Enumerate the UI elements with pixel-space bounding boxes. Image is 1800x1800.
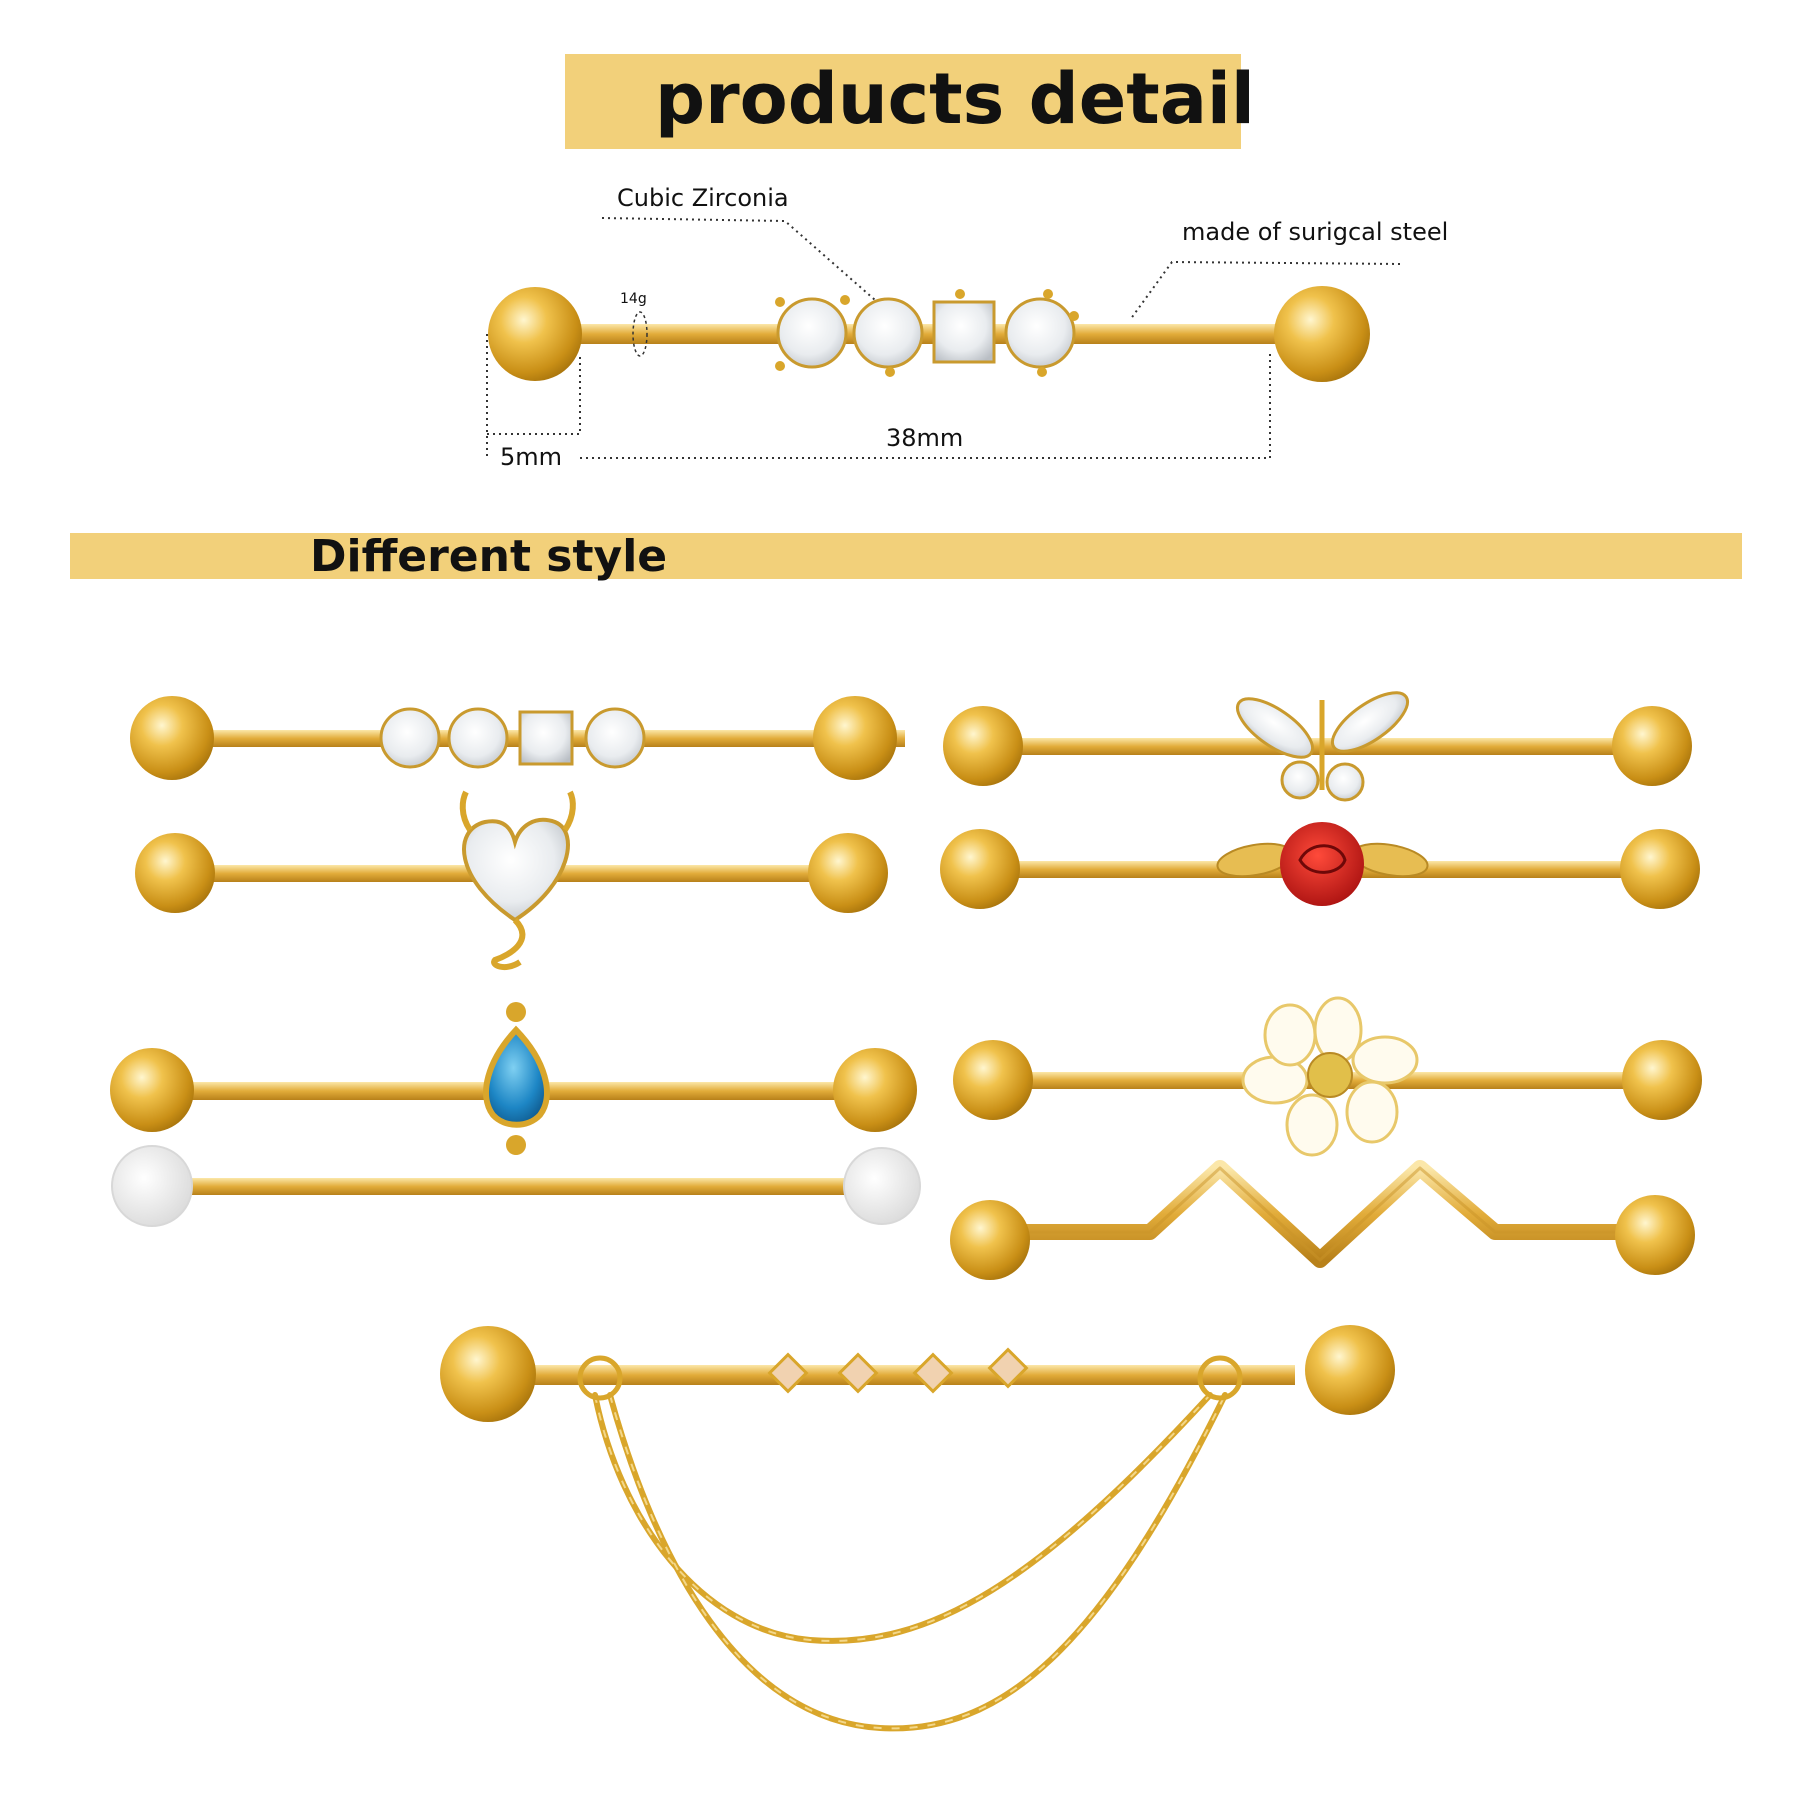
gauge-label: 14g (620, 291, 647, 307)
products-detail-title: products detail (655, 58, 1255, 140)
barbell-daisy (953, 996, 1702, 1157)
barbell-butterfly (943, 691, 1692, 802)
barbell-chain (440, 1325, 1395, 1732)
cz-gem-cluster (775, 289, 1079, 377)
cubic-zirconia-label: Cubic Zirconia (617, 184, 789, 212)
barbell-cz-cluster (130, 696, 905, 780)
barbell-devil-heart (135, 790, 888, 971)
products-detail-banner: products detail (565, 54, 1255, 149)
ball-size-label: 5mm (500, 443, 563, 471)
barbell-clear-acrylic (111, 1145, 921, 1227)
barbell-rose (940, 822, 1700, 909)
surgical-steel-label: made of surigcal steel (1182, 218, 1449, 246)
barbell-blue-teardrop (110, 1002, 917, 1155)
different-style-banner: Different style (70, 531, 1742, 582)
barbell-wave (950, 1160, 1695, 1280)
different-style-title: Different style (310, 531, 668, 582)
length-label: 38mm (886, 424, 964, 452)
detail-barbell (486, 217, 1401, 460)
